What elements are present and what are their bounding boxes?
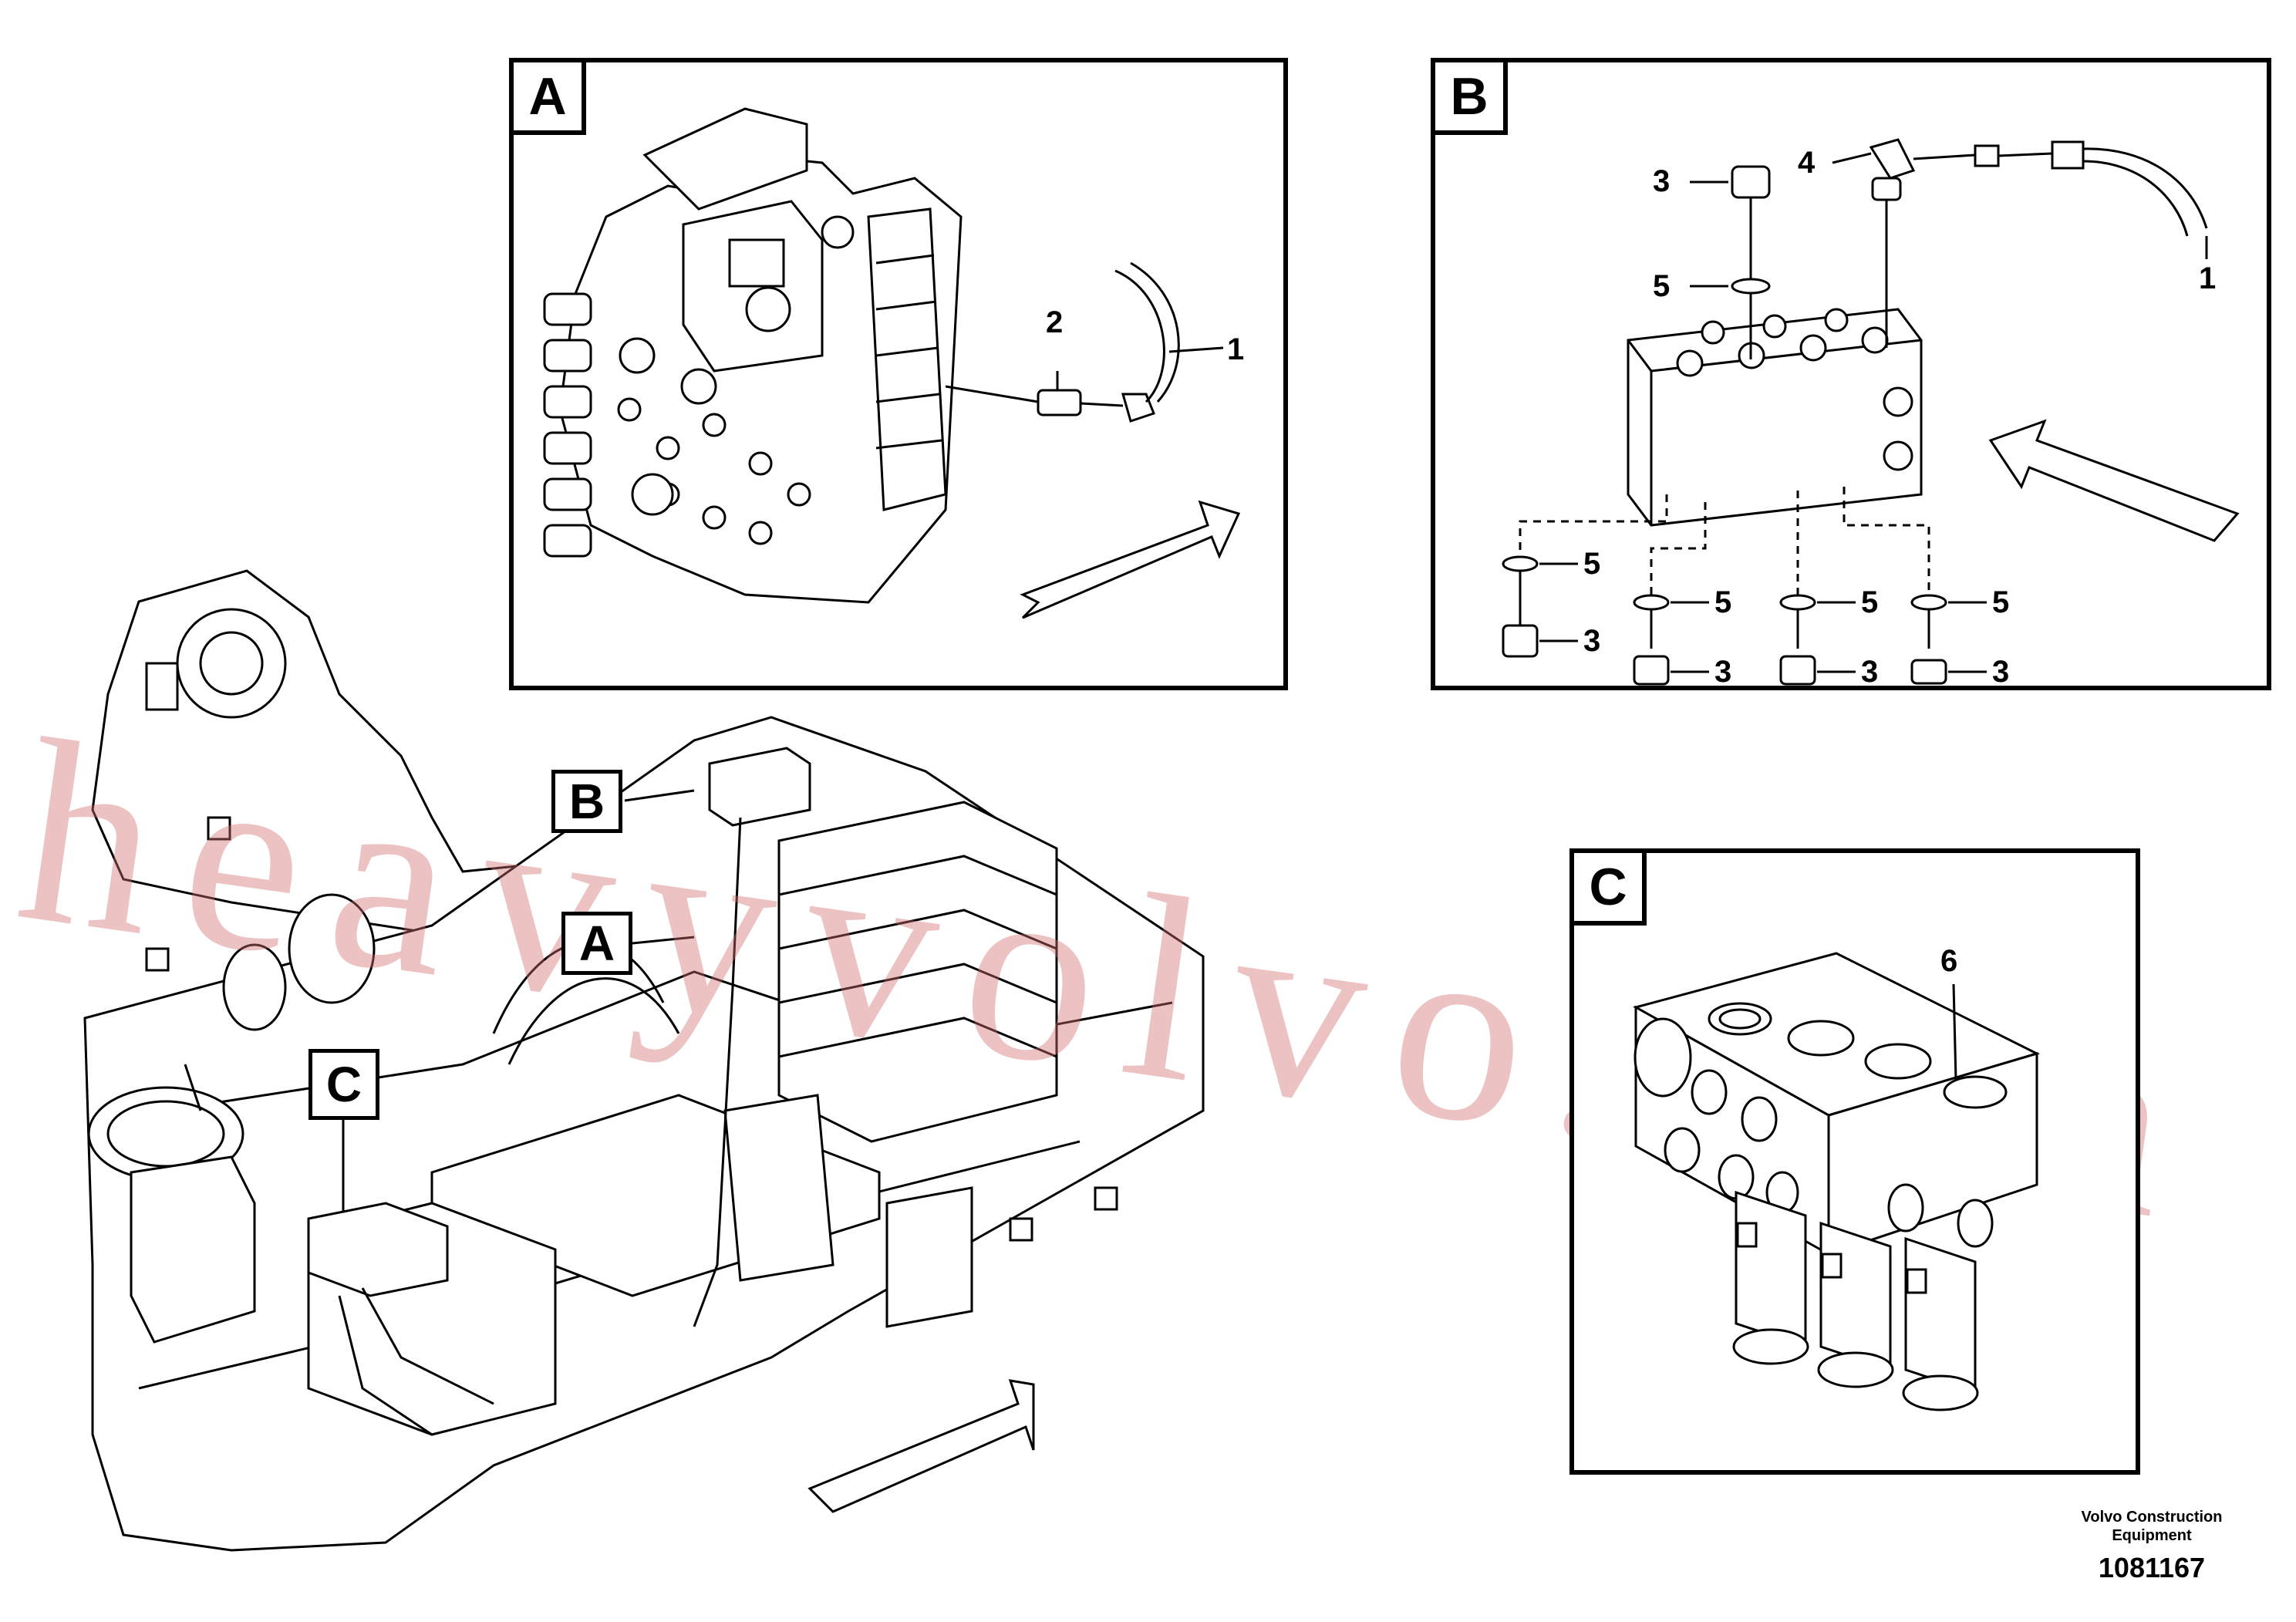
panel-b-label-3-top: 3 [1653,164,1671,198]
panel-b-label-5-d: 5 [1992,585,2010,619]
drawing-number: 1081167 [2098,1552,2206,1583]
panel-a-tag: A [514,62,586,135]
panel-a-label-2: 2 [1046,305,1064,339]
panel-c-label-6: 6 [1940,944,1958,978]
panel-b-label-5-top: 5 [1653,269,1671,303]
company-name-line2: Equipment [2112,1527,2192,1544]
panel-b-label-3-d: 3 [1992,655,2010,689]
panel-b-label-5-b: 5 [1714,585,1732,619]
control-valve-illustration [543,107,1241,619]
panel-b-label-3-b: 3 [1714,655,1732,689]
company-name-line1: Volvo Construction [2081,1509,2223,1526]
manifold-block-exploded-illustration [1502,138,2240,686]
overview-callout-a: A [561,912,632,975]
overview-callout-c: C [308,1049,379,1120]
solenoid-valve-block-illustration [1633,952,2041,1411]
detail-panel-c: C 6 [1569,848,2140,1475]
panel-b-label-5-a: 5 [1583,547,1601,581]
panel-b-label-4: 4 [1798,146,1816,180]
overview-callout-b: B [551,770,622,833]
panel-b-label-5-c: 5 [1861,585,1879,619]
detail-panel-a: A 2 1 [509,58,1288,690]
detail-panel-b: B [1431,58,2271,690]
panel-c-tag: C [1574,853,1647,926]
panel-b-label-1: 1 [2199,261,2217,295]
panel-b-tag: B [1435,62,1508,135]
panel-b-label-3-c: 3 [1861,655,1879,689]
panel-a-label-1: 1 [1227,332,1245,366]
panel-b-label-3-a: 3 [1583,624,1601,658]
